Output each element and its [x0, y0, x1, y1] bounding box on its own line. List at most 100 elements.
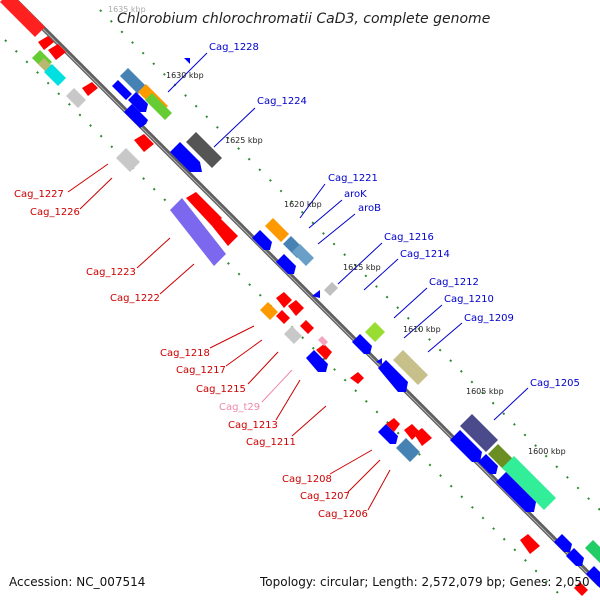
- gene-label[interactable]: Cag_1226: [30, 207, 80, 218]
- gene-pink-trna: [318, 336, 328, 346]
- forward-genes: [0, 0, 600, 563]
- gene-steelblue-3: [292, 244, 314, 266]
- gene-green-3: [585, 540, 600, 563]
- gene-blue: [306, 350, 328, 372]
- callout-line: [167, 52, 208, 93]
- gene-blue: [496, 472, 536, 512]
- callout-line: [493, 387, 529, 421]
- gene-khaki: [393, 350, 428, 385]
- gene-orange-2: [265, 218, 289, 242]
- gene-label[interactable]: Cag_1216: [384, 232, 434, 243]
- gene-label[interactable]: Cag_1205: [530, 378, 580, 389]
- gene-label[interactable]: Cag_1223: [86, 267, 136, 278]
- gene-blue: [586, 566, 600, 588]
- gene-labels-bottom: Cag_1227 Cag_1226 Cag_1223 Cag_1222 Cag_…: [14, 189, 368, 520]
- gene-red: [186, 192, 222, 226]
- gene-green-2: [145, 93, 172, 120]
- callout-line: [136, 237, 171, 269]
- tick-label: 1605 kbp: [466, 387, 504, 396]
- gene-label[interactable]: Cag_1227: [14, 189, 64, 200]
- callout-line: [329, 449, 373, 475]
- tick-label: 1625 kbp: [225, 136, 263, 145]
- gene-blue: [450, 430, 482, 462]
- tick-label: 1620 kbp: [284, 200, 322, 209]
- callout-line: [308, 199, 343, 229]
- gene-gray: [116, 148, 140, 172]
- gene-label[interactable]: aroK: [344, 189, 367, 200]
- gene-gray: [324, 282, 338, 296]
- gene-label[interactable]: Cag_t29: [219, 402, 260, 413]
- gene-darkslate: [460, 414, 498, 452]
- gene-gray: [66, 88, 86, 108]
- gene-blue: [128, 92, 148, 112]
- gene-labels-top: Cag_1228 Cag_1224 Cag_1221 aroK aroB Cag…: [209, 42, 580, 389]
- gene-red: [276, 292, 292, 308]
- tick-label: 1600 kbp: [528, 447, 566, 456]
- gene-label[interactable]: Cag_1218: [160, 348, 210, 359]
- blue-genes: [112, 58, 600, 588]
- gene-label[interactable]: Cag_1212: [429, 277, 479, 288]
- gene-darkgray: [186, 132, 222, 168]
- gene-blue: [170, 142, 202, 172]
- gene-blue-small: [312, 290, 320, 298]
- callout-line: [393, 287, 428, 319]
- map-title: Chlorobium chlorochromatii CaD3, complet…: [117, 11, 490, 27]
- topology-text: Topology: circular; Length: 2,572,079 bp…: [259, 575, 590, 589]
- tick-label: 1635 kbp: [108, 5, 146, 14]
- gene-red: [212, 218, 238, 246]
- callout-line: [291, 405, 327, 437]
- tick-label: 1615 kbp: [343, 263, 381, 272]
- gene-blue: [378, 360, 408, 392]
- gene-steelblue: [120, 68, 146, 94]
- gene-steelblue: [396, 438, 420, 462]
- callout-line: [427, 322, 463, 353]
- gene-label[interactable]: aroB: [358, 203, 381, 214]
- gene-red: [300, 320, 314, 334]
- gene-label[interactable]: Cag_1209: [464, 313, 514, 324]
- callout-line: [367, 469, 391, 511]
- gene-blue: [566, 548, 584, 566]
- gene-label[interactable]: Cag_1215: [196, 384, 246, 395]
- gene-label[interactable]: Cag_1206: [318, 509, 368, 520]
- gene-gray: [284, 326, 302, 344]
- gene-mediumslateblue: [170, 198, 226, 266]
- gene-label[interactable]: Cag_1224: [257, 96, 307, 107]
- gene-blue: [352, 334, 372, 354]
- gene-blue: [478, 454, 498, 474]
- gene-red: [350, 372, 364, 384]
- callout-line: [337, 242, 383, 285]
- gene-label[interactable]: Cag_1208: [282, 474, 332, 485]
- callout-line: [275, 379, 301, 421]
- callout-line: [79, 177, 113, 210]
- callout-line: [299, 183, 326, 219]
- callout-line: [247, 351, 279, 385]
- callout-line: [225, 339, 263, 367]
- gene-label[interactable]: Cag_1211: [246, 437, 296, 448]
- gene-label[interactable]: Cag_1214: [400, 249, 450, 260]
- tick-labels: 1635 kbp 1630 kbp 1625 kbp 1620 kbp 1615…: [108, 5, 566, 456]
- callout-line: [67, 163, 109, 193]
- gene-blue-small: [376, 358, 382, 364]
- tick-label: 1630 kbp: [166, 71, 204, 80]
- gene-blue: [252, 230, 272, 250]
- gene-blue: [378, 424, 398, 444]
- gene-label[interactable]: Cag_1228: [209, 42, 259, 53]
- gene-label[interactable]: Cag_1210: [444, 294, 494, 305]
- gene-red: [276, 310, 290, 324]
- gene-blue: [124, 104, 148, 128]
- gene-label[interactable]: Cag_1222: [110, 293, 160, 304]
- tick-label: 1610 kbp: [403, 325, 441, 334]
- gene-label[interactable]: Cag_1221: [328, 173, 378, 184]
- gene-label[interactable]: Cag_1213: [228, 420, 278, 431]
- callout-line: [363, 258, 399, 291]
- callout-line: [213, 107, 256, 148]
- gene-springgreen: [502, 456, 556, 510]
- gene-blue: [112, 80, 132, 100]
- gene-red: [48, 44, 66, 60]
- gene-label[interactable]: Cag_1207: [300, 491, 350, 502]
- gene-label[interactable]: Cag_1217: [176, 365, 226, 376]
- callout-line: [317, 213, 356, 245]
- gene-red: [38, 36, 54, 50]
- callout-line: [159, 263, 195, 295]
